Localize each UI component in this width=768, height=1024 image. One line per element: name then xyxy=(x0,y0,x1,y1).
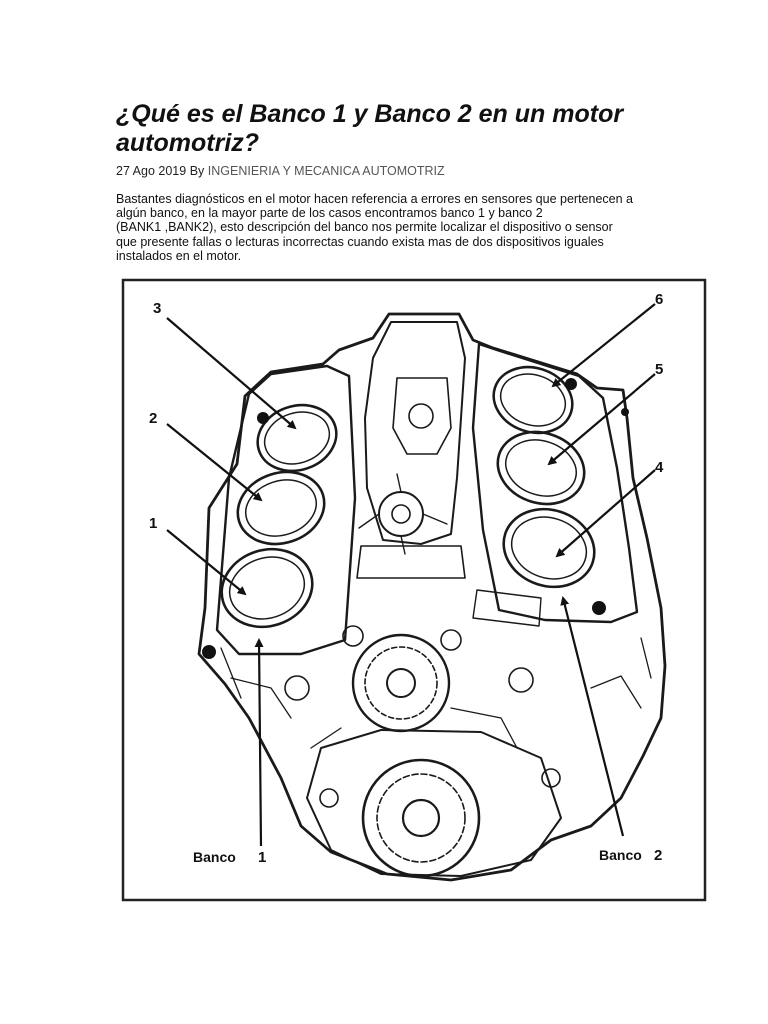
engine-diagram: 3 2 1 6 5 4 Banco 1 Banco 2 xyxy=(121,278,707,902)
article-meta: 27 Ago 2019 By INGENIERIA Y MECANICA AUT… xyxy=(116,164,445,178)
cylinder-label-3: 3 xyxy=(153,300,161,317)
figure-frame xyxy=(121,278,707,902)
paragraph-line: que presente fallas o lecturas incorrect… xyxy=(116,234,604,249)
cylinder-label-4: 4 xyxy=(655,459,664,476)
bank-1-number: 1 xyxy=(258,849,266,866)
article-title: ¿Qué es el Banco 1 y Banco 2 en un motor… xyxy=(116,100,624,157)
cylinder-label-2: 2 xyxy=(149,410,157,427)
author-link[interactable]: INGENIERIA Y MECANICA AUTOMOTRIZ xyxy=(207,164,445,178)
bolt-markers xyxy=(202,378,629,659)
paragraph-line: algún banco, en la mayor parte de los ca… xyxy=(116,206,543,221)
article-date: 27 Ago 2019 xyxy=(116,164,187,178)
cylinder-label-1: 1 xyxy=(149,515,157,532)
paragraph-line: Bastantes diagnósticos en el motor hacen… xyxy=(116,192,633,206)
engine-diagram-svg: 3 2 1 6 5 4 Banco 1 Banco 2 xyxy=(121,278,707,902)
paragraph-line: (BANK1 ,BANK2), esto descripción del ban… xyxy=(116,220,613,235)
bank-1-word: Banco xyxy=(193,849,236,865)
article-by: By xyxy=(189,164,205,178)
cylinder-label-6: 6 xyxy=(655,291,663,308)
cylinder-label-5: 5 xyxy=(655,361,663,378)
engine-block-drawing xyxy=(197,312,667,882)
bank-2-word: Banco xyxy=(599,847,642,863)
leader-arrows xyxy=(166,303,656,847)
article-paragraph: Bastantes diagnósticos en el motor hacen… xyxy=(116,192,676,263)
bank-2-number: 2 xyxy=(654,847,662,864)
paragraph-line: instalados en el motor. xyxy=(116,248,242,263)
